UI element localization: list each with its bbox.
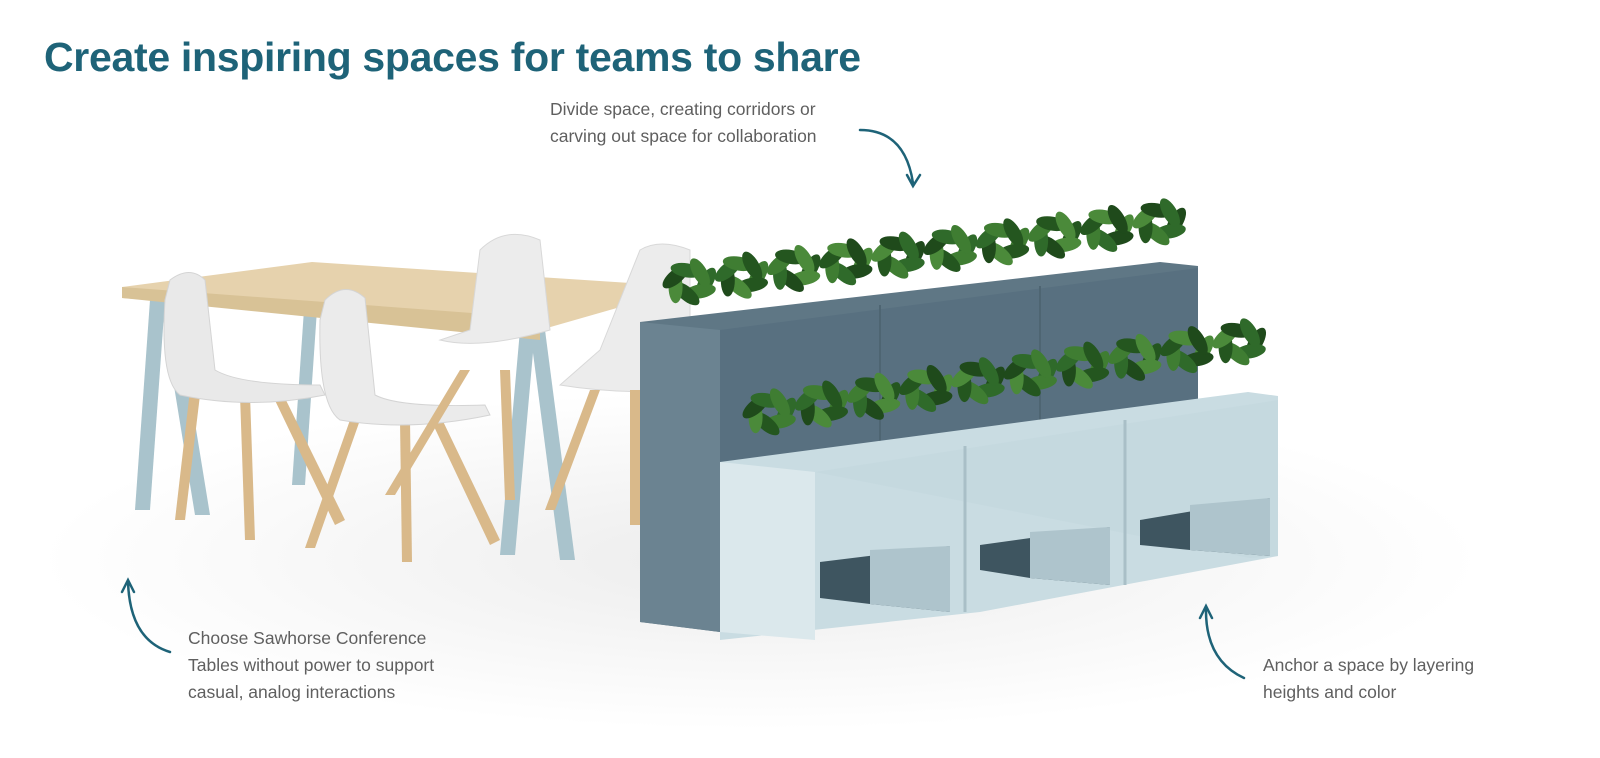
plant-leaf <box>742 251 763 281</box>
plant-leaf <box>1031 349 1052 379</box>
annotation-divide-space: Divide space, creating corridors or carv… <box>550 96 817 150</box>
plant-leaf <box>1055 211 1076 241</box>
annotation-sawhorse-tables: Choose Sawhorse Conference Tables withou… <box>188 625 434 706</box>
arrow-up-icon <box>1204 606 1246 680</box>
plant-leaf <box>794 244 815 274</box>
plant-leaf <box>1187 326 1208 355</box>
plant-leaf <box>898 231 919 261</box>
plant-leaf <box>846 238 867 267</box>
annotation-line: Divide space, creating corridors or <box>550 99 816 119</box>
arrowhead-icon <box>905 173 922 189</box>
plant-leaf <box>1083 341 1104 371</box>
plant-leaf <box>1135 333 1156 363</box>
annotation-line: carving out space for collaboration <box>550 126 817 146</box>
arrowhead-icon <box>120 577 136 594</box>
plant-leaf <box>769 388 791 417</box>
plant-leaf <box>1003 218 1024 247</box>
plant-leaf <box>926 364 947 394</box>
arrowhead-icon <box>1198 603 1214 620</box>
plant-leaf <box>874 372 895 402</box>
plant-leaf <box>978 357 999 386</box>
plant-leaf <box>1159 198 1181 227</box>
chair <box>385 233 551 500</box>
plant-leaf <box>822 380 843 410</box>
plant-leaf <box>689 258 711 287</box>
annotation-line: Tables without power to support <box>188 655 435 675</box>
plant-leaf <box>1107 204 1128 234</box>
arrow-up-icon <box>126 580 172 654</box>
annotation-line: Choose Sawhorse Conference <box>188 628 427 648</box>
low-planters-light <box>720 392 1278 640</box>
annotation-line: casual, analog interactions <box>188 682 396 702</box>
annotation-anchor-space: Anchor a space by layering heights and c… <box>1263 652 1474 706</box>
arrow-down-icon <box>858 128 915 185</box>
plant-leaf <box>1239 318 1261 347</box>
plants <box>662 198 1267 436</box>
annotation-line: Anchor a space by layering <box>1263 655 1475 675</box>
plant-leaf <box>951 224 972 254</box>
annotation-line: heights and color <box>1263 682 1397 702</box>
page-title: Create inspiring spaces for teams to sha… <box>44 34 861 80</box>
